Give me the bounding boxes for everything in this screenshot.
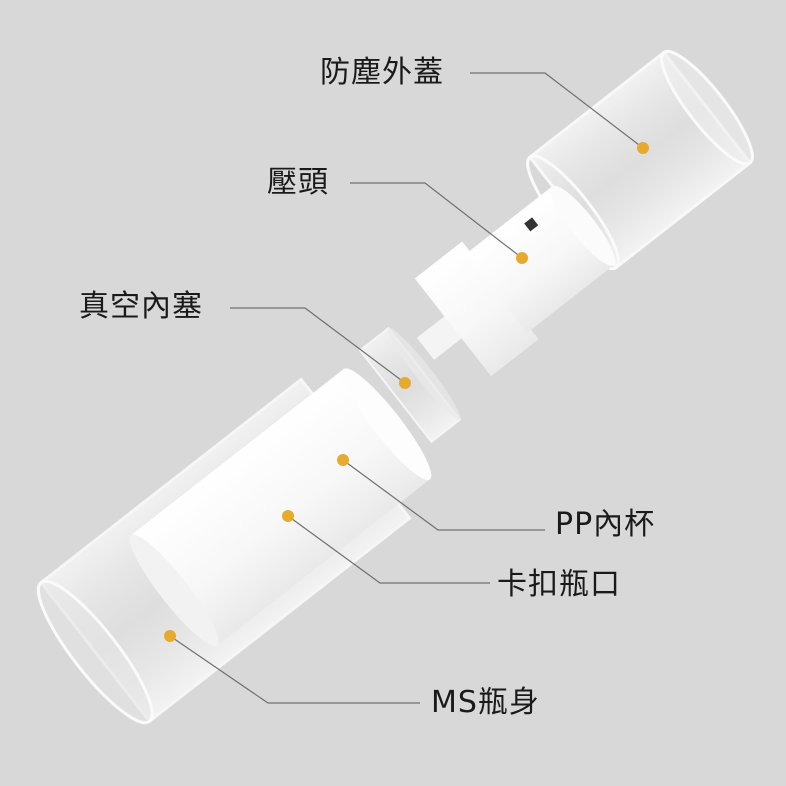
leader-line-vacuum-plug [230,307,406,384]
label-snap-neck: 卡扣瓶口 [497,567,621,602]
marker-dot-pump-head [516,252,528,264]
marker-dot-ms-bottle [164,630,176,642]
ms-bottle-part [36,368,432,725]
marker-dot-vacuum-plug [399,377,411,389]
marker-dot-dust-cap [637,142,649,154]
pump-head-part [414,185,616,377]
leader-line-ms-bottle [169,635,420,704]
label-dust-cap: 防塵外蓋 [320,55,444,90]
label-pp-inner-cup: PP內杯 [555,507,656,542]
leader-line-pump-head [350,182,523,259]
leader-line-pp-inner-cup [342,459,545,531]
label-ms-bottle: MS瓶身 [431,685,540,720]
label-vacuum-plug: 真空內塞 [79,289,203,324]
marker-dot-pp-inner-cup [337,454,349,466]
marker-dot-snap-neck [282,510,294,522]
leader-line-snap-neck [287,515,490,584]
label-pump-head: 壓頭 [267,165,329,200]
leader-line-dust-cap [470,72,644,149]
